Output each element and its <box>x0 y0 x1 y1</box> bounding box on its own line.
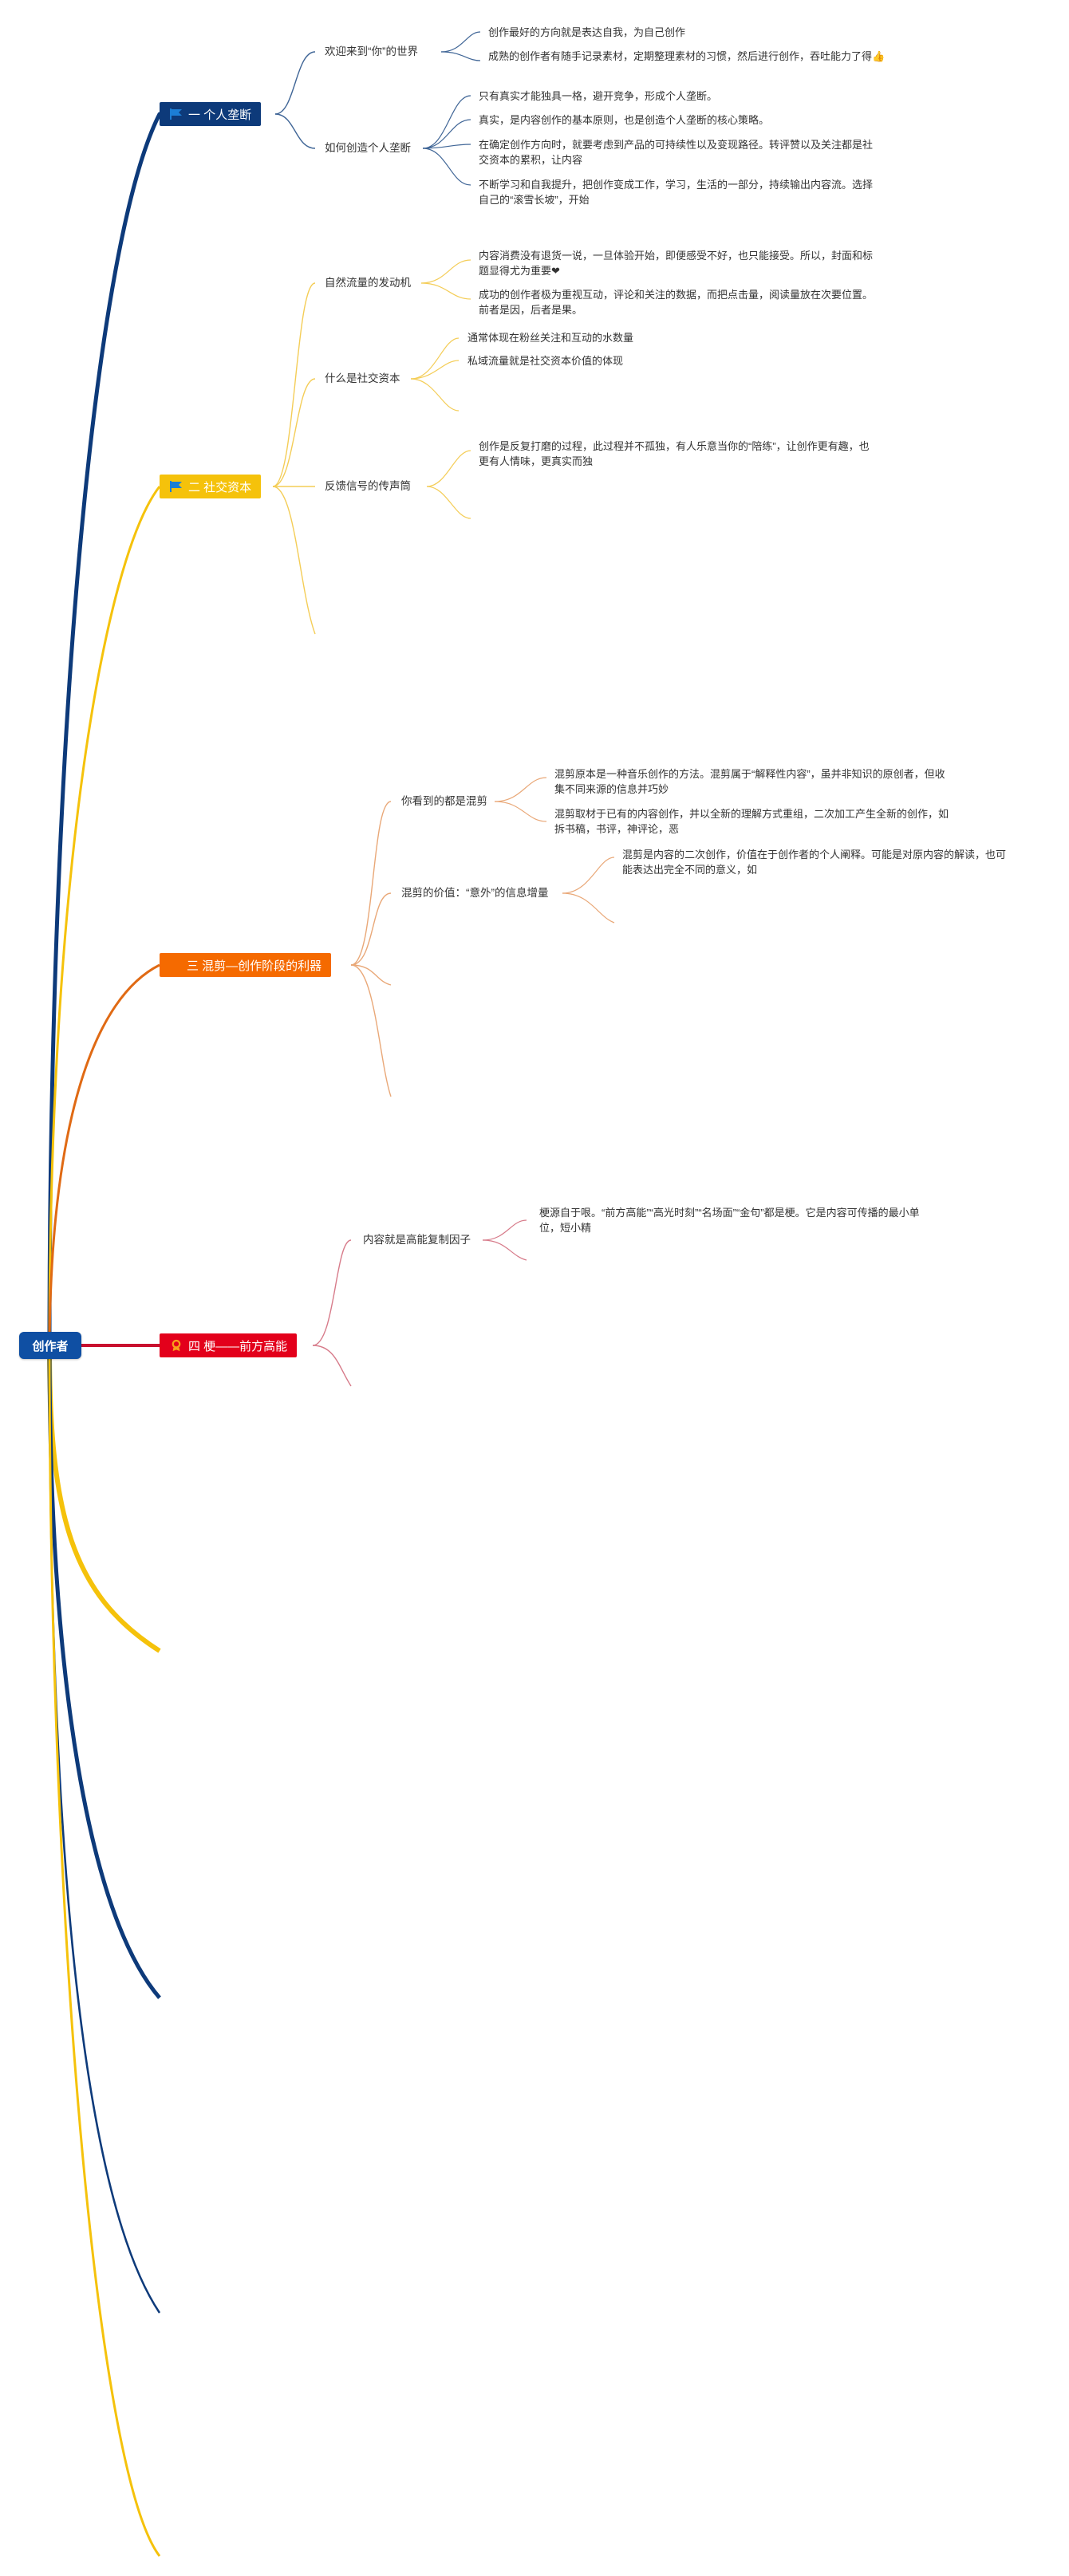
topic-all-remix[interactable]: 你看到的都是混剪 <box>401 795 487 807</box>
leaf-note[interactable]: 内容消费没有退货一说，一旦体验开始，即便感受不好，也只能接受。所以，封面和标题显… <box>479 250 874 277</box>
topic-welcome-your-world[interactable]: 欢迎来到“你”的世界 <box>325 45 418 57</box>
connector-root-branch-3 <box>48 963 160 1346</box>
leaf-note[interactable]: 成功的创作者极为重视互动，评论和关注的数据，而把点击量，阅读量放在次要位置。前者… <box>479 289 874 316</box>
root-topic[interactable]: 创作者 <box>19 1332 81 1359</box>
branch-social-capital[interactable]: 二 社交资本 <box>160 475 262 498</box>
branch-remix[interactable]: 三 混剪—创作阶段的利器 <box>160 953 332 977</box>
leaf-note[interactable]: 真实，是内容创作的基本原则，也是创造个人垄断的核心策略。 <box>479 114 770 126</box>
leaf-note[interactable]: 创作最好的方向就是表达自我，为自己创作 <box>488 26 686 38</box>
flag-icon <box>170 108 182 120</box>
topic-what-is-social-capital[interactable]: 什么是社交资本 <box>325 372 400 384</box>
leaf-note[interactable]: 通常体现在粉丝关注和互动的水数量 <box>467 332 634 344</box>
branch-personal-monopoly[interactable]: 一 个人垄断 <box>160 102 262 126</box>
topic-natural-traffic-engine[interactable]: 自然流量的发动机 <box>325 277 411 289</box>
leaf-note[interactable]: 成熟的创作者有随手记录素材，定期整理素材的习惯，然后进行创作，吞吐能力了得👍 <box>488 50 886 62</box>
branch-label: 一 个人垄断 <box>188 108 252 122</box>
badge-icon <box>172 1339 181 1352</box>
leaf-note[interactable]: 只有真实才能独具一格，避开竞争，形成个人垄断。 <box>479 90 718 102</box>
leaf-note[interactable]: 混剪是内容的二次创作，价值在于创作者的个人阐释。可能是对原内容的解读，也可能表达… <box>622 849 1007 876</box>
leaf-note[interactable]: 创作是反复打磨的过程，此过程并不孤独，有人乐意当你的“陪练”，让创作更有趣，也更… <box>479 440 870 467</box>
connector-root-collapsed-2 <box>47 1345 161 1999</box>
leaf-note[interactable]: 在确定创作方向时，就要考虑到产品的可持续性以及变现路径。转评赞以及关注都是社交资… <box>479 139 874 166</box>
branch-label: 四 梗——前方高能 <box>188 1339 288 1353</box>
leaf-note[interactable]: 私域流量就是社交资本价值的体现 <box>467 355 624 367</box>
connector-root-branch-2 <box>48 486 161 1346</box>
connector-root-collapsed-1 <box>47 1345 161 1653</box>
root-topic-label: 创作者 <box>32 1339 69 1353</box>
connector-root-collapsed-3 <box>48 1345 161 2314</box>
branch-meme[interactable]: 四 梗——前方高能 <box>160 1333 298 1357</box>
leaf-note[interactable]: 不断学习和自我提升，把创作变成工作，学习，生活的一部分，持续输出内容流。选择自己… <box>479 179 874 206</box>
topic-replication-factor[interactable]: 内容就是高能复制因子 <box>363 1234 471 1246</box>
topic-create-monopoly[interactable]: 如何创造个人垄断 <box>325 142 411 154</box>
branch-label: 二 社交资本 <box>188 480 252 494</box>
connector-root-branch-1 <box>47 112 162 1348</box>
leaf-note[interactable]: 梗源自于哏。“前方高能”“高光时刻”“名场面”“金句”都是梗。它是内容可传播的最… <box>539 1207 920 1234</box>
topic-feedback-signal[interactable]: 反馈信号的传声筒 <box>325 480 411 492</box>
flag-icon <box>170 481 182 492</box>
connector-root-collapsed-4 <box>48 1345 161 2557</box>
leaf-note[interactable]: 混剪原本是一种音乐创作的方法。混剪属于“解释性内容”，虽并非知识的原创者，但收集… <box>554 768 945 795</box>
leaf-note[interactable]: 混剪取材于已有的内容创作，并以全新的理解方式重组，二次加工产生全新的创作，如拆书… <box>554 808 949 835</box>
topic-remix-value[interactable]: 混剪的价值：“意外”的信息增量 <box>401 887 549 899</box>
branch-label: 三 混剪—创作阶段的利器 <box>187 959 322 973</box>
